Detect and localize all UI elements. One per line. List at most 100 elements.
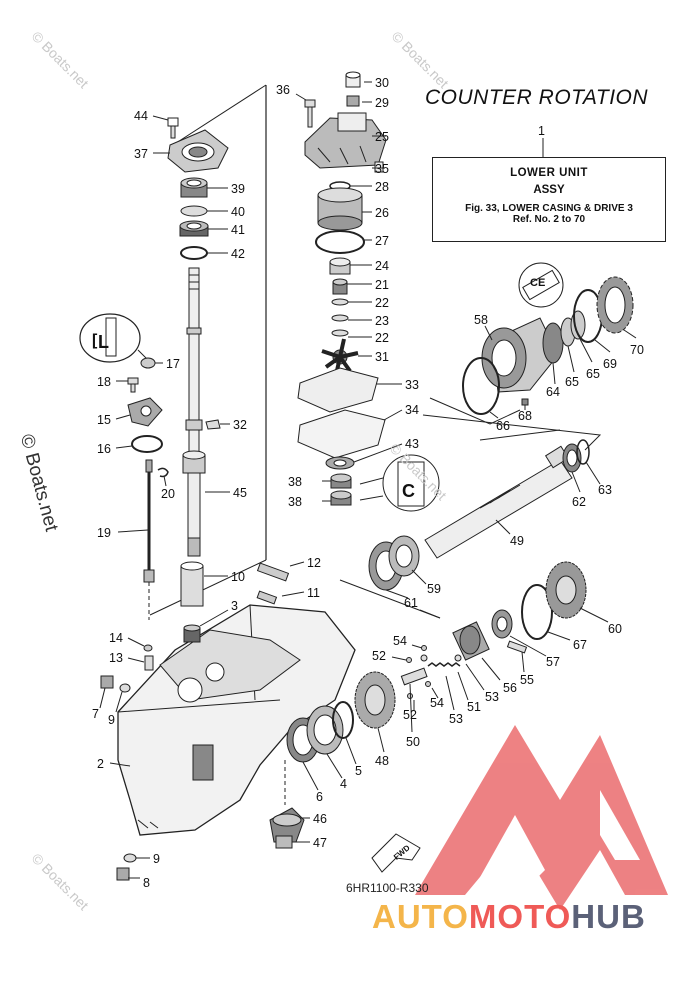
- callout-38b: 38: [288, 495, 302, 509]
- callout-48: 48: [375, 754, 389, 768]
- reference-code: 6HR1100-R330: [346, 881, 429, 895]
- oring-42: [180, 246, 208, 260]
- callout-43: 43: [405, 437, 419, 451]
- bearing-21: [332, 278, 348, 295]
- grommet-17: [140, 357, 156, 369]
- callout-23: 23: [375, 314, 389, 328]
- callout-51: 51: [467, 700, 481, 714]
- callout-59: 59: [427, 582, 441, 596]
- washer-22a: [331, 298, 349, 306]
- insert-cartridge-26: [317, 187, 363, 231]
- callout-42: 42: [231, 247, 245, 261]
- callout-54b: 54: [430, 696, 444, 710]
- svg-text:L: L: [98, 332, 109, 352]
- ball-54a: [421, 645, 427, 651]
- callout-45: 45: [233, 486, 247, 500]
- bearing-39: [180, 177, 208, 198]
- bearing-64: [542, 322, 564, 364]
- nut-47: [275, 835, 293, 849]
- bolt-36: [304, 99, 316, 128]
- bearing-70: [596, 276, 634, 334]
- callout-8: 8: [143, 876, 150, 890]
- key-32: [205, 419, 221, 430]
- callout-37: 37: [134, 147, 148, 161]
- callout-39: 39: [231, 182, 245, 196]
- seal-43: [325, 456, 355, 470]
- callout-68: 68: [518, 409, 532, 423]
- bearing-41: [179, 220, 209, 237]
- callout-9a: 9: [108, 713, 115, 727]
- callout-15: 15: [97, 413, 111, 427]
- callout-14: 14: [109, 631, 123, 645]
- gasket-9b: [123, 853, 137, 863]
- bolt-18: [127, 377, 139, 393]
- callout-40: 40: [231, 205, 245, 219]
- screw-13: [144, 655, 154, 671]
- lower-unit-infobox: LOWER UNIT ASSY Fig. 33, LOWER CASING & …: [432, 157, 666, 242]
- callout-32: 32: [233, 418, 247, 432]
- plunger-50: [400, 667, 428, 686]
- callout-52b: 52: [403, 708, 417, 722]
- callout-61: 61: [404, 596, 418, 610]
- callout-11: 11: [307, 586, 320, 600]
- callout-36: 36: [276, 83, 290, 97]
- callout-9b: 9: [153, 852, 160, 866]
- callout-52a: 52: [372, 649, 386, 663]
- callout-24: 24: [375, 259, 389, 273]
- callout-18: 18: [97, 375, 111, 389]
- infobox-line1: LOWER UNIT: [510, 167, 588, 179]
- callout-31: 31: [375, 350, 389, 364]
- bolt-44: [167, 117, 179, 139]
- callout-30: 30: [375, 76, 389, 90]
- gear-60: [545, 561, 587, 619]
- brand-moto: MOTO: [468, 898, 572, 935]
- callout-16: 16: [97, 442, 111, 456]
- callout-62: 62: [572, 495, 586, 509]
- shim-5: [332, 701, 354, 739]
- bearing-4: [306, 705, 344, 755]
- callout-12: 12: [307, 556, 321, 570]
- spring-51: [427, 662, 461, 667]
- callout-10: 10: [231, 570, 245, 584]
- inset-callout-17: [ L: [79, 313, 149, 363]
- callout-29: 29: [375, 96, 389, 110]
- diagram-title: COUNTER ROTATION: [425, 86, 649, 109]
- grommet-30: [345, 71, 361, 88]
- gasket-34: [297, 409, 386, 459]
- callout-25: 25: [375, 130, 389, 144]
- callout-33: 33: [405, 378, 419, 392]
- oring-16: [131, 435, 163, 453]
- callout-63: 63: [598, 483, 612, 497]
- gasket-27: [315, 230, 365, 254]
- washer-14: [143, 644, 153, 652]
- gear-48: [354, 671, 396, 729]
- seal-29: [346, 95, 360, 107]
- pin-55: [506, 640, 528, 654]
- callout-labels: 30 29 25 35 28 26 27 24 21 22 23 22 31 3…: [92, 76, 644, 890]
- callout-65a: 65: [565, 375, 579, 389]
- inset-seal-orientation: C: [359, 454, 440, 512]
- pinion-46: [269, 807, 305, 843]
- callout-65b: 65: [586, 367, 600, 381]
- pin-68: [521, 398, 529, 406]
- ball-53b: [454, 654, 462, 662]
- callout-57: 57: [546, 655, 560, 669]
- callout-35: 35: [375, 162, 389, 176]
- callout-49: 49: [510, 534, 524, 548]
- shim-67: [521, 584, 553, 640]
- plug-7: [100, 675, 114, 689]
- callout-22b: 22: [375, 331, 389, 345]
- callout-53a: 53: [485, 690, 499, 704]
- infobox-line4: Ref. No. 2 to 70: [512, 214, 586, 225]
- callout-38a: 38: [288, 475, 302, 489]
- infobox-line2: ASSY: [533, 184, 565, 196]
- callout-19: 19: [97, 526, 111, 540]
- callout-69: 69: [603, 357, 617, 371]
- infobox-line3: Fig. 33, LOWER CASING & DRIVE 3: [465, 203, 633, 214]
- drive-shaft-45: [182, 267, 206, 557]
- oring-66: [462, 357, 500, 415]
- callout-4: 4: [340, 777, 347, 791]
- clutch-56: [452, 621, 490, 661]
- callout-20: 20: [161, 487, 175, 501]
- seal-38a: [330, 473, 352, 489]
